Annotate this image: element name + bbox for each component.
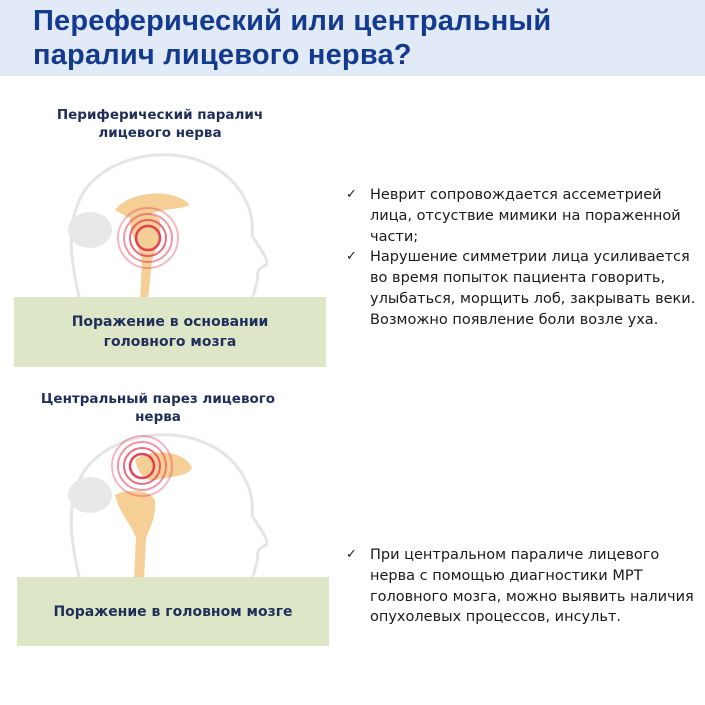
peripheral-lesion-box: Поражение в основании головного мозга — [14, 297, 326, 367]
central-section-label: Центральный парез лицевого нерва — [28, 390, 288, 426]
head-brain-illustration-peripheral — [68, 153, 269, 300]
checkmark-icon: ✓ — [346, 547, 357, 562]
bullet-text: Неврит сопровождается ассеметрией лица, … — [370, 187, 681, 245]
label-line: Периферический паралич — [56, 107, 264, 123]
peripheral-section-label: Периферический паралич лицевого нерва — [40, 106, 280, 142]
label-line: Центральный парез лицевого — [40, 391, 276, 407]
list-item: ✓ Неврит сопровождается ассеметрией лица… — [344, 185, 704, 247]
list-item: ✓ Нарушение симметрии лица усиливается в… — [344, 247, 704, 330]
title-banner: Переферический или центральный паралич л… — [0, 0, 705, 76]
central-bullet-list: ✓ При центральном параличе лицевого нерв… — [344, 545, 704, 628]
lesion-target-icon — [117, 207, 179, 269]
label-line: лицевого нерва — [98, 125, 222, 141]
bullet-text: При центральном параличе лицевого нерва … — [370, 547, 694, 626]
head-brain-illustration-central — [68, 433, 269, 580]
bullet-text: Нарушение симметрии лица усиливается во … — [370, 249, 696, 328]
box-line: головного мозга — [103, 334, 237, 350]
page-title: Переферический или центральный паралич л… — [33, 4, 551, 72]
checkmark-icon: ✓ — [346, 187, 357, 202]
central-lesion-box: Поражение в головном мозге — [17, 577, 329, 646]
box-line: Поражение в основании — [71, 314, 269, 330]
title-line-2: паралич лицевого нерва? — [33, 39, 412, 71]
label-line: нерва — [135, 409, 181, 425]
checkmark-icon: ✓ — [346, 249, 357, 265]
box-line: Поражение в головном мозге — [53, 603, 293, 620]
peripheral-bullet-list: ✓ Неврит сопровождается ассеметрией лица… — [344, 185, 704, 331]
list-item: ✓ При центральном параличе лицевого нерв… — [344, 545, 704, 628]
lesion-target-icon — [111, 435, 173, 497]
title-line-1: Переферический или центральный — [33, 5, 552, 37]
